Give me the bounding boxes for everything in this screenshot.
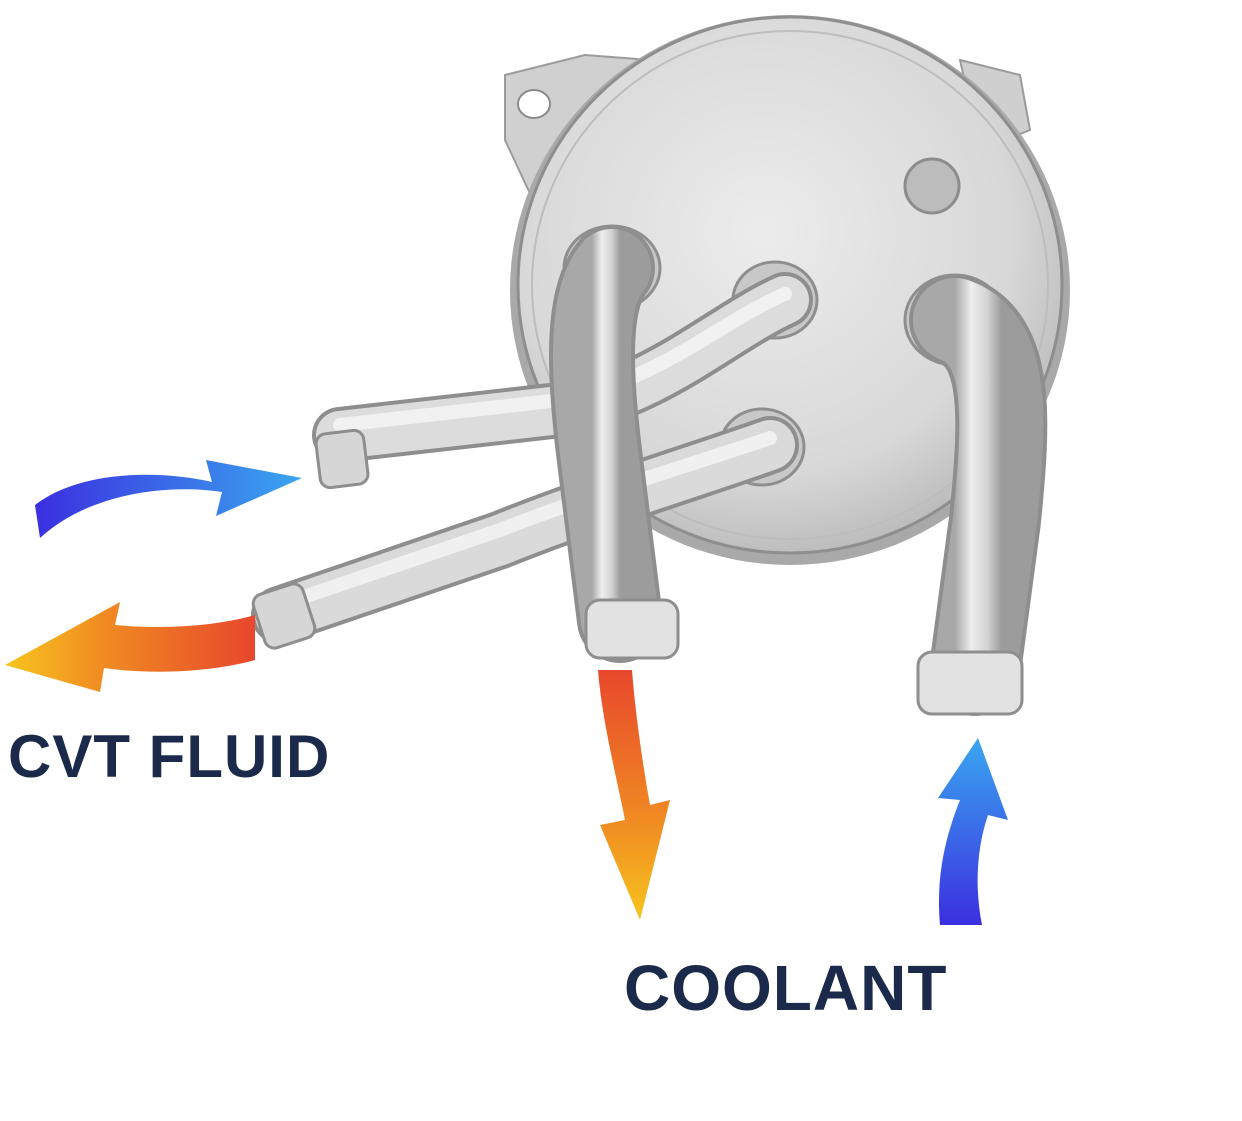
cvt-outlet-nozzle [251,582,317,650]
arrow-up-icon [938,738,1008,925]
coolant-label: COOLANT [624,952,948,1024]
cvt-inlet-nozzle [314,428,370,490]
mounting-hole [517,89,551,119]
cvt-fluid-label: CVT FLUID [8,723,331,790]
arrow-down-icon [598,670,670,920]
arrow-right-icon [35,460,302,538]
drain-plug [903,157,961,215]
coolant-inlet-nozzle [916,650,1024,716]
coolant-outlet-nozzle [584,598,680,660]
arrow-left-icon [5,602,255,692]
oil-cooler-icon [251,15,1070,716]
cooler-disc-ring [531,30,1049,540]
